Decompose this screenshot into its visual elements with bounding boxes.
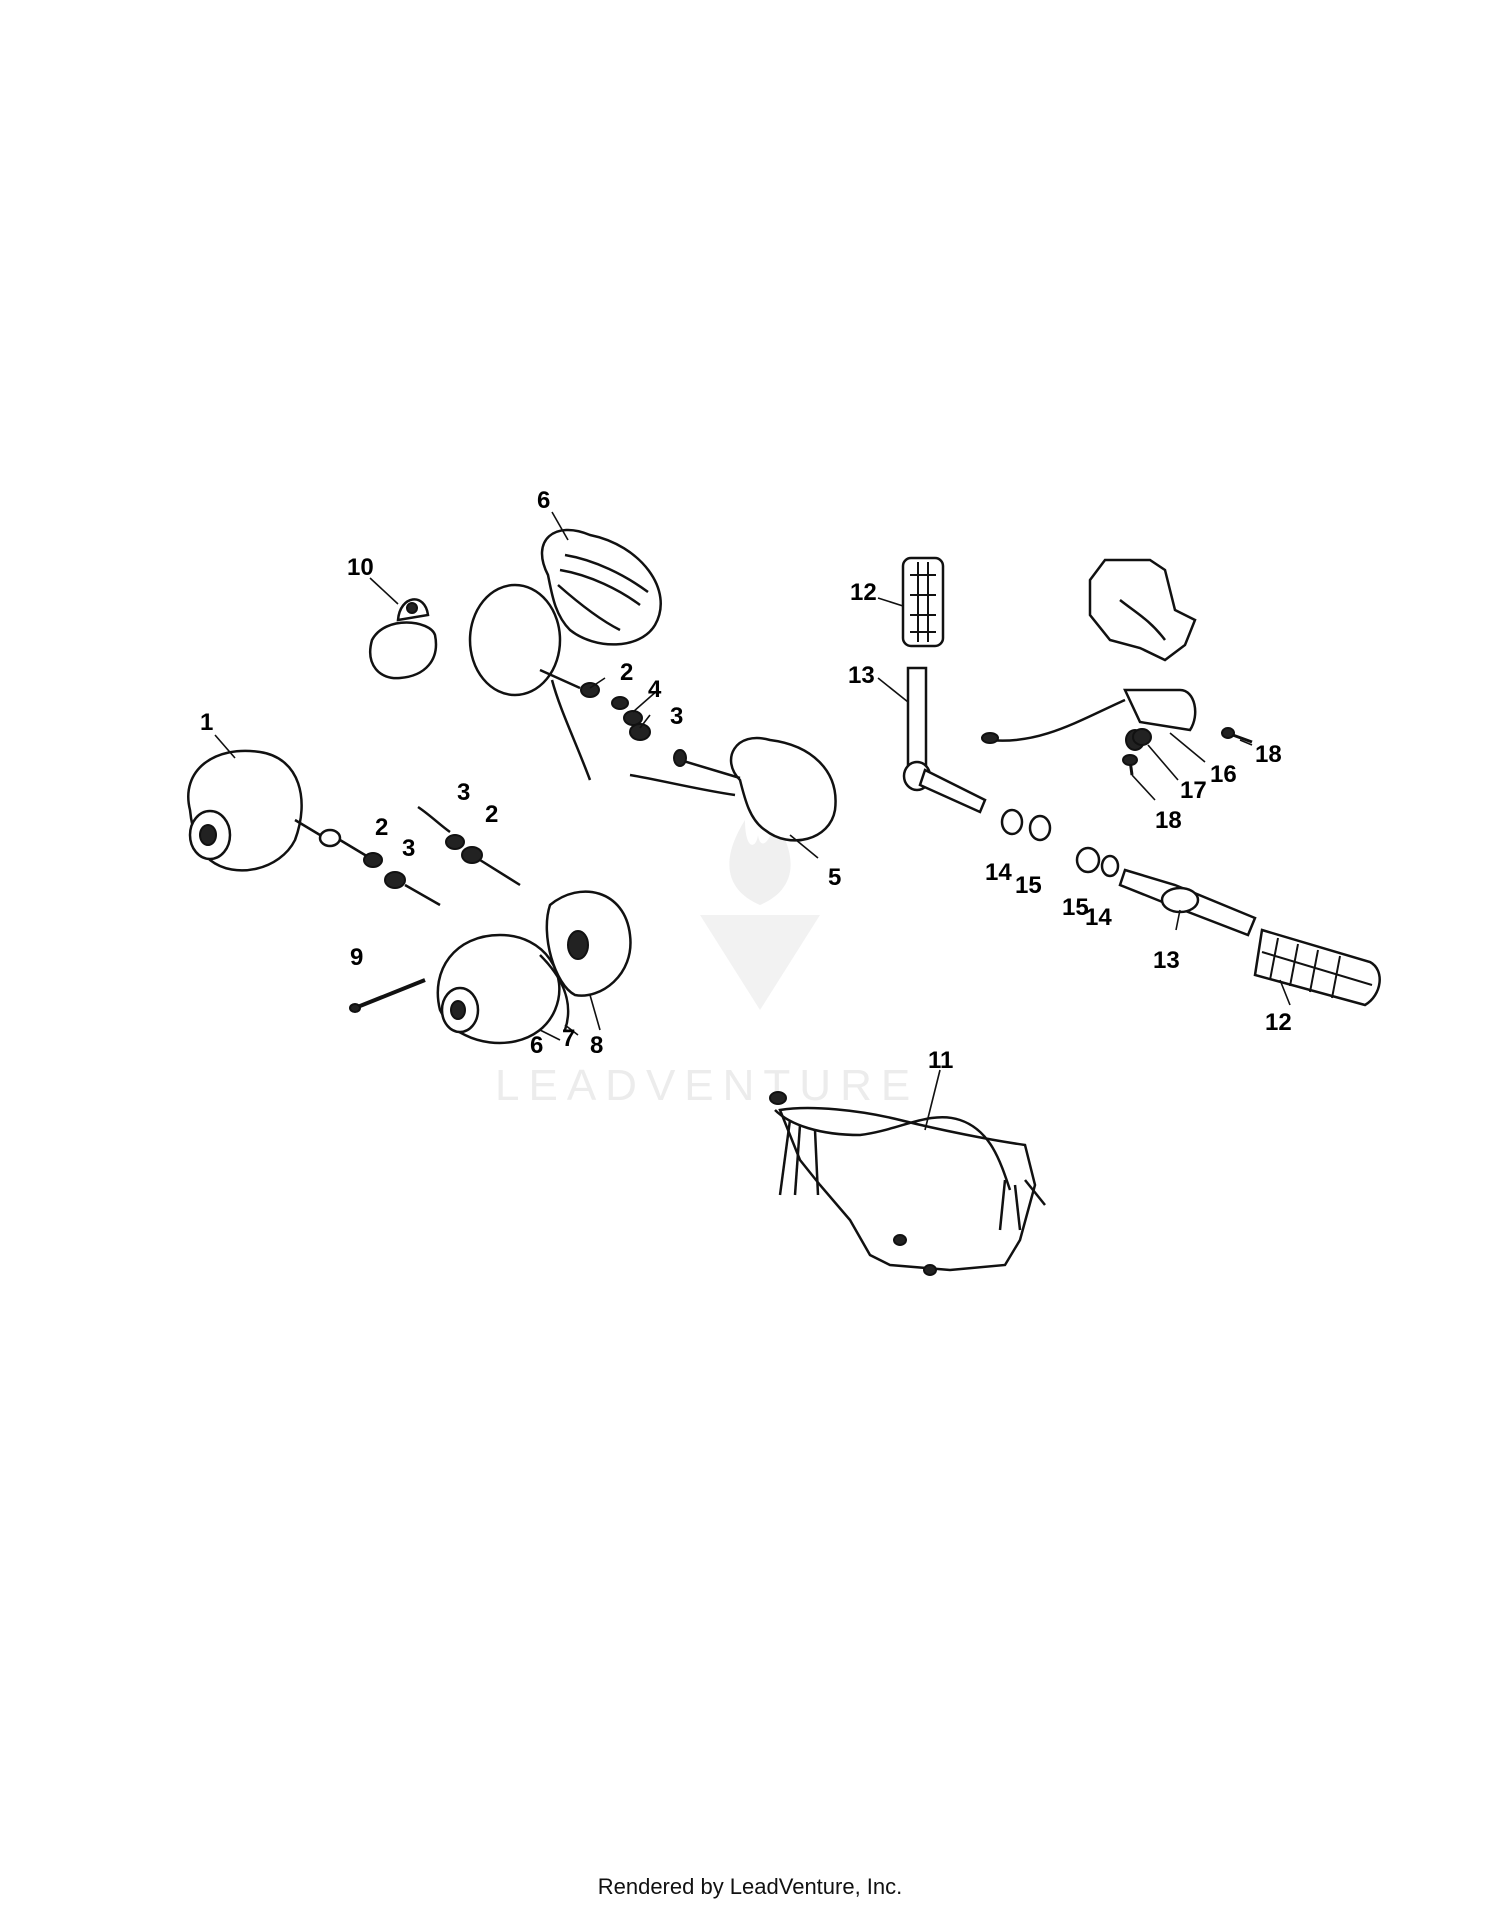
part-16-switch — [981, 688, 1197, 751]
watermark-text: LEADVENTURE — [495, 1061, 919, 1110]
callout-3-center: 3 — [457, 779, 470, 806]
part-13-bar-upper — [902, 666, 987, 814]
part-12-grip-lower — [1253, 928, 1381, 1007]
callout-3-top: 3 — [670, 703, 683, 730]
callout-2-left: 2 — [375, 814, 388, 841]
lamp-disc-left — [468, 583, 600, 781]
callout-4: 4 — [648, 676, 662, 703]
callout-1: 1 — [200, 709, 213, 736]
callout-2-top: 2 — [620, 659, 633, 686]
callout-13-top: 13 — [848, 662, 875, 689]
callout-12-bottom: 12 — [1265, 1009, 1292, 1036]
callout-11: 11 — [928, 1047, 953, 1074]
leader-lines — [214, 511, 1291, 1131]
callout-15-upper: 15 — [1015, 872, 1042, 899]
callout-15-lower: 15 — [1062, 894, 1089, 921]
part-6-top-housing — [540, 528, 662, 646]
part-5-lamp — [629, 736, 837, 842]
callout-14-lower: 14 — [1085, 904, 1112, 931]
callout-6-lower: 6 — [530, 1032, 543, 1059]
part-7-gasket — [539, 954, 570, 1031]
part-10-lamp — [369, 598, 438, 680]
mounting-bracket — [1088, 558, 1197, 662]
part-1-lamp — [187, 749, 441, 907]
part-14-15-nuts-upper — [1000, 808, 1052, 842]
leadventure-watermark: LEADVENTURE — [495, 820, 919, 1110]
callout-18-right: 18 — [1255, 741, 1282, 768]
part-18-screw-a — [1221, 727, 1253, 744]
callout-labels: 1 2 2 2 3 3 3 3 4 5 6 6 7 8 9 10 11 12 1… — [200, 487, 1292, 1074]
callout-8: 8 — [590, 1032, 603, 1059]
callout-3-left: 3 — [402, 835, 415, 862]
callout-14-upper: 14 — [985, 859, 1012, 886]
top-washers-nuts — [611, 696, 651, 741]
callout-12-top: 12 — [850, 579, 877, 606]
footer-credit: Rendered by LeadVenture, Inc. — [597, 1874, 903, 1899]
part-14-15-nuts-lower — [1075, 846, 1120, 878]
callout-5: 5 — [828, 864, 841, 891]
callout-17: 17 — [1180, 777, 1207, 804]
center-washers — [417, 805, 521, 887]
callout-9: 9 — [350, 944, 363, 971]
callout-6-top: 6 — [537, 487, 550, 514]
callout-18-lower: 18 — [1155, 807, 1182, 834]
callout-13-bottom: 13 — [1153, 947, 1180, 974]
part-18-screw-b — [1122, 754, 1138, 776]
callout-2-center: 2 — [485, 801, 498, 828]
part-13-bar-lower — [1118, 868, 1257, 937]
part-9-screw — [349, 978, 426, 1013]
part-12-grip-upper — [901, 556, 945, 648]
callout-16: 16 — [1210, 761, 1237, 788]
callout-10: 10 — [347, 554, 374, 581]
part-8-lamp-base — [545, 890, 632, 997]
callout-7: 7 — [562, 1025, 575, 1052]
part-6-lower-lamp — [436, 933, 561, 1045]
part-11-wiring-harness — [769, 1091, 1046, 1276]
part-17-screw — [1132, 728, 1152, 746]
